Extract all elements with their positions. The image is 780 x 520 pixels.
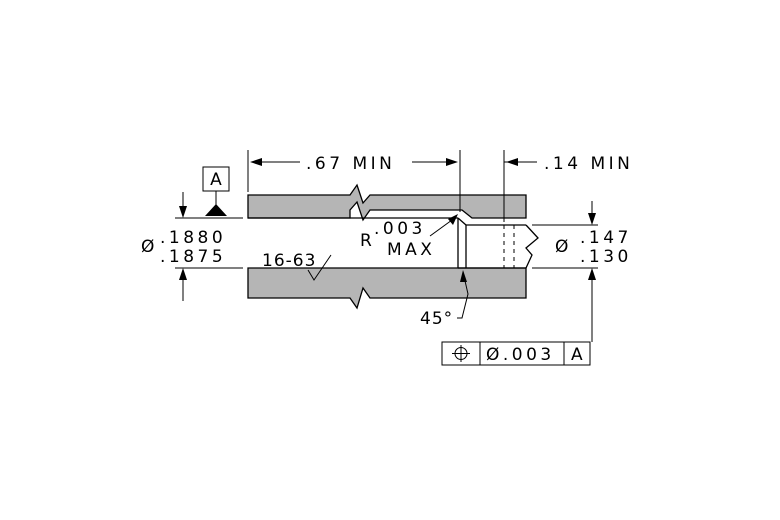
chamfer-angle: 45°: [420, 309, 453, 329]
top-wall: [247, 183, 527, 222]
hole-dia-lower: .130: [580, 247, 632, 267]
radius-value: .003: [374, 219, 426, 239]
outer-diameter-dimension: Ø .1880 .1875: [141, 192, 243, 301]
position-icon: [452, 345, 470, 362]
radius-max: MAX: [387, 240, 435, 260]
fcf-tolerance: Ø.003: [486, 345, 555, 365]
fcf-datum: A: [571, 345, 583, 365]
surface-finish: 16-63: [262, 251, 332, 281]
radius-note: R .003 MAX: [360, 214, 458, 260]
bore-edges: [248, 217, 539, 269]
feature-control-frame: Ø.003 A: [441, 341, 591, 366]
bottom-wall: [247, 267, 527, 310]
hole-dia-upper: .147: [580, 228, 632, 248]
outer-dia-lower: .1875: [160, 247, 226, 267]
counterbore-depth-label: .14 MIN: [544, 154, 633, 174]
surface-finish-label: 16-63: [262, 251, 316, 271]
datum-triangle-icon: [205, 204, 227, 216]
radius-label: R: [360, 231, 372, 251]
hole-diameter-dimension: Ø .147 .130: [532, 201, 632, 342]
outer-dia-upper: .1880: [160, 228, 226, 248]
counterbore-depth-dimension: .14 MIN: [503, 150, 633, 222]
part-section: [247, 183, 527, 310]
surface-finish-icon: [307, 254, 332, 281]
datum-label: A: [210, 170, 222, 190]
length-dimension: .67 MIN: [247, 150, 461, 212]
chamfer-note: 45°: [420, 270, 469, 329]
datum-feature: A: [202, 166, 230, 216]
length-label: .67 MIN: [306, 154, 395, 174]
outer-dia-symbol: Ø: [141, 237, 154, 257]
hole-dia-symbol: Ø: [555, 237, 568, 257]
